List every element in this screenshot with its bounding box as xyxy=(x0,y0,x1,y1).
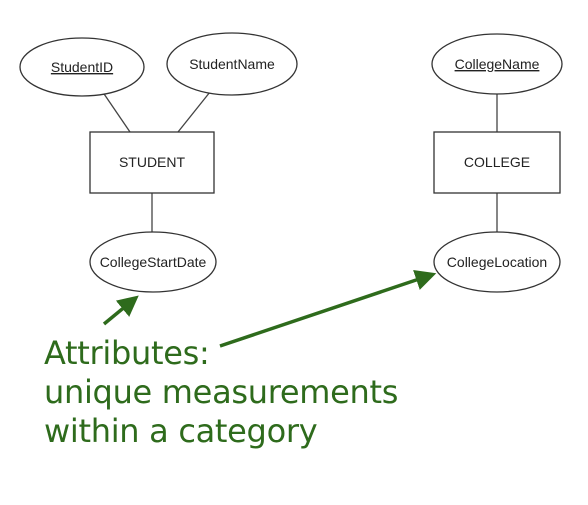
attribute-label: CollegeLocation xyxy=(447,254,547,270)
attribute-studentname: StudentName xyxy=(166,32,298,96)
attribute-ellipse xyxy=(431,33,563,95)
attribute-label: CollegeStartDate xyxy=(100,254,207,270)
attribute-label: CollegeName xyxy=(455,56,540,72)
entity-label: COLLEGE xyxy=(464,154,530,170)
annotation-arrow-right xyxy=(219,269,437,348)
attribute-ellipse xyxy=(89,231,217,293)
entity-student: STUDENT xyxy=(89,131,215,194)
attribute-collegestartdate: CollegeStartDate xyxy=(89,231,217,293)
attribute-label: StudentName xyxy=(189,56,275,72)
connector-studentname-student xyxy=(177,91,211,133)
attribute-ellipse xyxy=(166,32,298,96)
attribute-label: StudentID xyxy=(51,59,113,75)
annotation-line-1: Attributes: xyxy=(44,334,210,372)
connector-studentid-student xyxy=(99,87,131,133)
annotation-text: Attributes: unique measurements within a… xyxy=(44,334,398,451)
entity-label: STUDENT xyxy=(119,154,186,170)
attribute-collegelocation: CollegeLocation xyxy=(433,231,561,293)
attribute-studentid: StudentID xyxy=(19,37,145,97)
attribute-ellipse xyxy=(433,231,561,293)
annotation-arrow-left xyxy=(102,295,139,326)
attribute-collegename: CollegeName xyxy=(431,33,563,95)
entity-college: COLLEGE xyxy=(433,131,561,194)
annotation-line-3: within a category xyxy=(44,412,318,450)
annotation-line-2: unique measurements xyxy=(44,373,399,411)
entity-box xyxy=(433,131,561,194)
entity-box xyxy=(89,131,215,194)
attribute-ellipse xyxy=(19,37,145,97)
